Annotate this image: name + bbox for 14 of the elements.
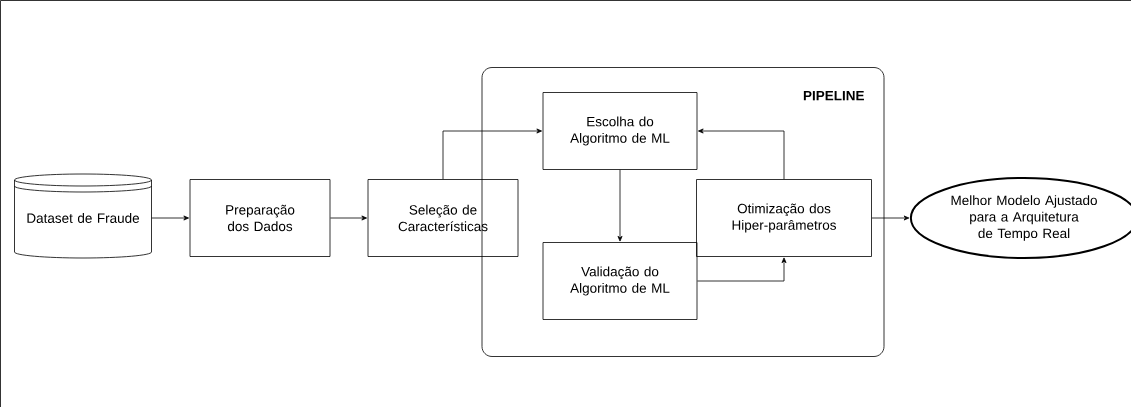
process-box: Otimização dos Hiper-parâmetros: [696, 179, 872, 257]
process-box: Preparação dos Dados: [189, 179, 331, 257]
arrow: [697, 257, 787, 282]
database-cylinder: Dataset de Fraude: [14, 173, 152, 259]
process-box: Seleção de Características: [367, 179, 519, 257]
arrow: [330, 215, 367, 221]
arrow: [698, 128, 785, 180]
node-label: Dataset de Fraude: [27, 213, 140, 223]
process-box: Validação do Algoritmo de ML: [542, 242, 698, 320]
arrow: [617, 169, 623, 242]
arrow: [442, 128, 542, 180]
arrow: [151, 215, 189, 221]
process-box: Escolha do Algoritmo de ML: [542, 92, 698, 170]
arrow: [871, 215, 910, 221]
